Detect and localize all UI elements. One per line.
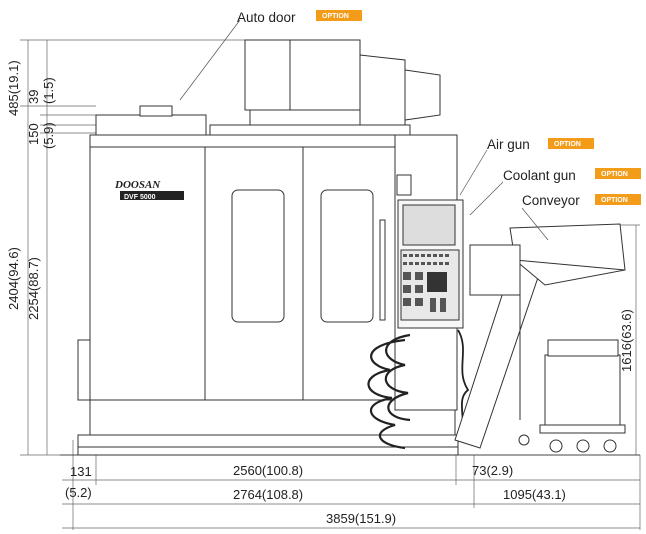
option-badge-text: OPTION <box>601 197 628 204</box>
dim-131-in: (5.2) <box>65 485 92 500</box>
dim-1095: 1095(43.1) <box>503 487 566 502</box>
option-badge <box>595 168 641 179</box>
dim-485: 485(19.1) <box>6 60 21 116</box>
option-air-gun: Air gun OPTION <box>459 137 594 196</box>
brand-logo: DOOSAN DVF 5000 <box>114 179 184 201</box>
auto-door-label: Auto door <box>237 10 296 25</box>
air-gun-label: Air gun <box>487 137 530 152</box>
dim-150-in: (5.9) <box>41 122 56 149</box>
dim-1616: 1616(63.6) <box>619 309 634 372</box>
dim-2560: 2560(100.8) <box>233 463 303 478</box>
coolant-gun-label: Coolant gun <box>503 168 576 183</box>
conveyor <box>454 223 626 449</box>
option-badge <box>548 138 594 149</box>
dim-2764: 2764(108.8) <box>233 487 303 502</box>
model-text: DVF 5000 <box>124 194 156 201</box>
dim-39-in: (1.5) <box>41 77 56 104</box>
option-badge <box>595 194 641 205</box>
option-badge <box>316 10 362 21</box>
dim-3859: 3859(151.9) <box>326 511 396 526</box>
control-keys <box>403 254 449 312</box>
coolant-hose <box>367 333 411 450</box>
option-badge-text: OPTION <box>601 171 628 178</box>
chip-cart <box>539 339 626 453</box>
option-auto-door: Auto door OPTION <box>179 10 362 101</box>
machine-body <box>77 39 464 456</box>
option-coolant-gun: Coolant gun OPTION <box>469 168 641 216</box>
brand-text: DOOSAN <box>114 179 161 191</box>
conveyor-label: Conveyor <box>522 193 580 208</box>
dim-73: 73(2.9) <box>472 463 513 478</box>
dim-2254: 2254(88.7) <box>26 257 41 320</box>
dim-39: 39 <box>26 90 41 104</box>
dim-131: 131 <box>70 464 92 479</box>
option-badge-text: OPTION <box>554 141 581 148</box>
option-conveyor: Conveyor OPTION <box>521 193 641 241</box>
dim-150: 150 <box>26 123 41 145</box>
option-badge-text: OPTION <box>322 13 349 20</box>
dim-2404: 2404(94.6) <box>6 247 21 310</box>
